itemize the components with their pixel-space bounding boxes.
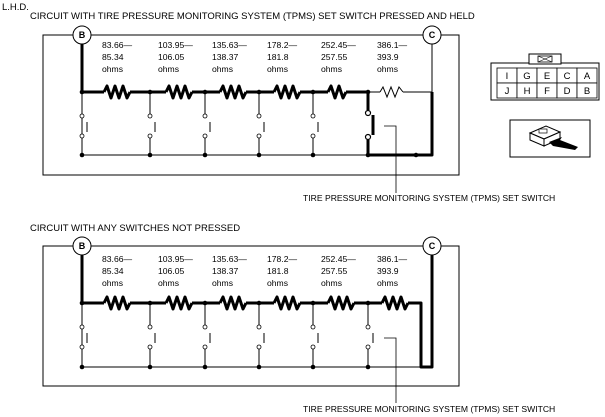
resistor-3-value-line2: 138.37 — [212, 266, 239, 276]
resistor-3-value-line2: 138.37 — [212, 52, 239, 62]
diagram2-resistor-1 — [102, 295, 132, 311]
resistor-4-value-line1: 178.2— — [267, 254, 298, 264]
diagram2-frame — [42, 245, 460, 387]
resistor-2-value-line2: 106.05 — [158, 52, 185, 62]
resistor-6-value-line3: ohms — [377, 278, 398, 288]
pin-label: I — [506, 71, 509, 82]
diagram2-switch-branches — [79, 303, 374, 367]
diagram1-title: CIRCUIT WITH TIRE PRESSURE MONITORING SY… — [30, 11, 475, 22]
resistor-1-value-line1: 83.66— — [102, 40, 133, 50]
resistor-5-value-line3: ohms — [321, 278, 342, 288]
diagram1-set-switch-terminal — [364, 109, 372, 117]
diagram2-resistor-3 — [218, 295, 248, 311]
pin-label: J — [505, 86, 510, 97]
resistor-5-value-line1: 252.45— — [321, 254, 356, 264]
diagram2-title: CIRCUIT WITH ANY SWITCHES NOT PRESSED — [30, 223, 240, 234]
diagram2-callout-leader — [384, 337, 397, 403]
pin-label: F — [544, 86, 550, 97]
pin-label: A — [584, 71, 591, 82]
connector-pin-grid: I G E C A J H F D B — [496, 67, 598, 99]
diagram2-callout-label: TIRE PRESSURE MONITORING SYSTEM (TPMS) S… — [303, 404, 555, 414]
view-arrow-icon — [549, 137, 578, 150]
lhd-label: L.H.D. — [2, 2, 29, 13]
resistor-4-value-line1: 178.2— — [267, 40, 298, 50]
pin-label: E — [544, 71, 550, 82]
resistor-6-value-line2: 393.9 — [377, 52, 399, 62]
switch-branch — [310, 92, 319, 155]
diagram2-resistor-6 — [380, 295, 410, 311]
resistor-4-value-line2: 181.8 — [267, 52, 289, 62]
diagram1-resistor-2 — [164, 84, 194, 100]
diagram2-node-b-label: B — [79, 241, 86, 251]
resistor-5-value-line2: 257.55 — [321, 266, 348, 276]
resistor-3-value-line1: 135.63— — [212, 254, 247, 264]
resistor-2-value-line2: 106.05 — [158, 266, 185, 276]
pin-label: C — [564, 71, 571, 82]
diagram-switches-not-pressed: CIRCUIT WITH ANY SWITCHES NOT PRESSED B … — [30, 223, 555, 414]
pin-label: B — [584, 86, 590, 97]
diagram2-current-path-left — [80, 255, 104, 305]
resistor-2-value-line3: ohms — [158, 64, 179, 74]
switch-branch — [256, 92, 265, 155]
diagram1-current-path-return — [366, 92, 434, 157]
resistor-1-value-line1: 83.66— — [102, 254, 133, 264]
resistor-6-value-line2: 393.9 — [377, 266, 399, 276]
resistor-3-value-line3: ohms — [212, 64, 233, 74]
diagram2-resistor-2 — [164, 295, 194, 311]
diagram1-callout-leader — [384, 125, 397, 193]
diagram1-resistor-4 — [272, 84, 302, 100]
resistor-2-value-line3: ohms — [158, 278, 179, 288]
resistor-4-value-line2: 181.8 — [267, 266, 289, 276]
diagram1-resistor-labels: 83.66— 85.34 ohms 103.95— 106.05 ohms 13… — [102, 40, 408, 74]
diagram2-resistor-4 — [272, 295, 302, 311]
resistor-1-value-line3: ohms — [102, 64, 123, 74]
resistor-4-value-line3: ohms — [267, 278, 288, 288]
pin-label: D — [564, 86, 571, 97]
diagram2-junction-dots — [79, 300, 371, 370]
diagram2-node-c-label: C — [429, 241, 436, 251]
resistor-6-value-line3: ohms — [377, 64, 398, 74]
resistor-5-value-line2: 257.55 — [321, 52, 348, 62]
connector-view-icon — [509, 119, 591, 158]
diagram1-current-path-left — [80, 44, 104, 94]
resistor-1-value-line2: 85.34 — [102, 266, 124, 276]
diagram1-resistor-1 — [102, 84, 132, 100]
diagram2-resistor-5 — [326, 295, 356, 311]
resistor-3-value-line1: 135.63— — [212, 40, 247, 50]
resistor-5-value-line1: 252.45— — [321, 40, 356, 50]
resistor-3-value-line3: ohms — [212, 278, 233, 288]
diagram2-current-path-return — [408, 255, 434, 369]
switch-branch — [147, 92, 156, 155]
diagram1-resistor-3 — [218, 84, 248, 100]
resistor-6-value-line1: 386.1— — [377, 40, 408, 50]
diagram1-resistor-6 — [379, 85, 404, 99]
diagram1-set-switch-terminal — [364, 133, 372, 141]
diagram1-switch-branches — [79, 92, 319, 155]
diagram1-resistor-5 — [326, 84, 348, 100]
diagram1-node-c-label: C — [429, 30, 436, 40]
switch-branch — [202, 92, 211, 155]
diagram1-frame — [42, 34, 460, 176]
pin-label: G — [523, 71, 530, 82]
diagram1-junction-dots — [79, 89, 419, 158]
resistor-1-value-line3: ohms — [102, 278, 123, 288]
pin-label: H — [524, 86, 531, 97]
connector-illustration: I G E C A J H F D B — [490, 53, 600, 101]
diagram2-resistor-labels: 83.66— 85.34 ohms 103.95— 106.05 ohms 13… — [102, 254, 408, 288]
resistor-2-value-line1: 103.95— — [158, 254, 193, 264]
resistor-5-value-line3: ohms — [321, 64, 342, 74]
resistor-2-value-line1: 103.95— — [158, 40, 193, 50]
switch-branch-leftmost — [79, 113, 88, 139]
resistor-1-value-line2: 85.34 — [102, 52, 124, 62]
resistor-4-value-line3: ohms — [267, 64, 288, 74]
diagram1-callout-label: TIRE PRESSURE MONITORING SYSTEM (TPMS) S… — [303, 193, 555, 203]
diagram-switch-pressed: CIRCUIT WITH TIRE PRESSURE MONITORING SY… — [30, 11, 555, 203]
diagram1-node-b-label: B — [79, 30, 86, 40]
resistor-6-value-line1: 386.1— — [377, 254, 408, 264]
